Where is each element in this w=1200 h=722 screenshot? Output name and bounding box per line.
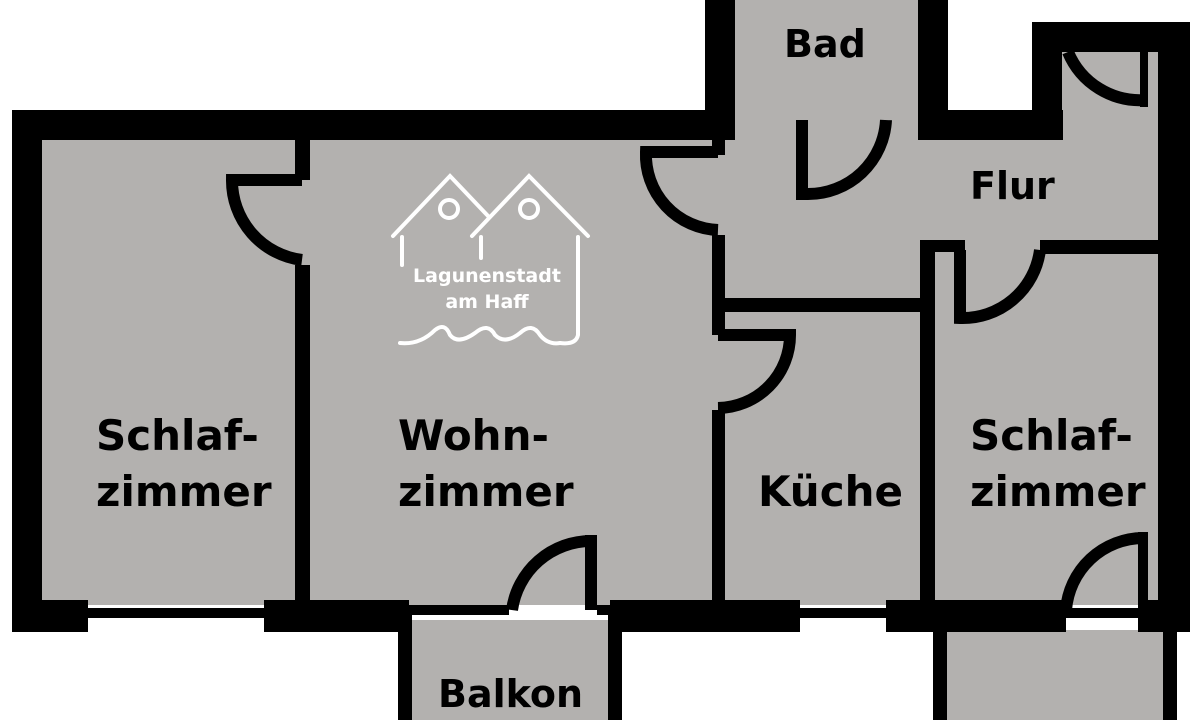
door-arc-schlaf-left bbox=[225, 174, 303, 266]
door-arc-kueche bbox=[717, 329, 797, 414]
door-arc-balkon bbox=[506, 535, 592, 611]
label-balkon: Balkon bbox=[438, 672, 584, 716]
door-arc-balkon-right bbox=[1060, 532, 1144, 611]
door-arc-flur-top bbox=[1062, 49, 1147, 107]
logo-graphic bbox=[391, 173, 590, 346]
door-arc-bad bbox=[807, 119, 892, 201]
logo-text: Lagunenstadt am Haff bbox=[397, 263, 577, 315]
label-line: Schlaf- bbox=[96, 411, 259, 460]
label-bad: Bad bbox=[784, 22, 866, 66]
room-kueche bbox=[720, 305, 925, 605]
logo-line-2: am Haff bbox=[445, 291, 529, 313]
wave-icon bbox=[398, 324, 562, 346]
room-floors bbox=[42, 0, 1165, 720]
house-left-icon bbox=[391, 173, 491, 238]
label-line: zimmer bbox=[96, 467, 272, 516]
door-arc-schlaf-right bbox=[954, 249, 1046, 325]
label-line: zimmer bbox=[398, 467, 574, 516]
label-schlafzimmer-right: Schlaf- zimmer bbox=[970, 408, 1146, 520]
door-swings bbox=[225, 49, 1147, 611]
room-balkon-right bbox=[945, 630, 1165, 720]
label-line: Wohn- bbox=[398, 411, 549, 460]
label-wohnzimmer: Wohn- zimmer bbox=[398, 408, 574, 520]
label-line: Schlaf- bbox=[970, 411, 1133, 460]
door-arc-wohn-flur bbox=[639, 146, 719, 236]
label-flur: Flur bbox=[970, 164, 1055, 208]
room-balkon bbox=[410, 620, 610, 720]
room-wohnzimmer bbox=[300, 140, 720, 605]
logo-line-1: Lagunenstadt bbox=[413, 265, 561, 287]
walls bbox=[12, 0, 1190, 720]
room-schlafzimmer-left bbox=[42, 140, 302, 605]
room-bad bbox=[735, 0, 920, 135]
label-kueche: Küche bbox=[758, 467, 903, 516]
label-schlafzimmer-left: Schlaf- zimmer bbox=[96, 408, 272, 520]
house-right-icon bbox=[470, 173, 590, 238]
label-line: zimmer bbox=[970, 467, 1146, 516]
